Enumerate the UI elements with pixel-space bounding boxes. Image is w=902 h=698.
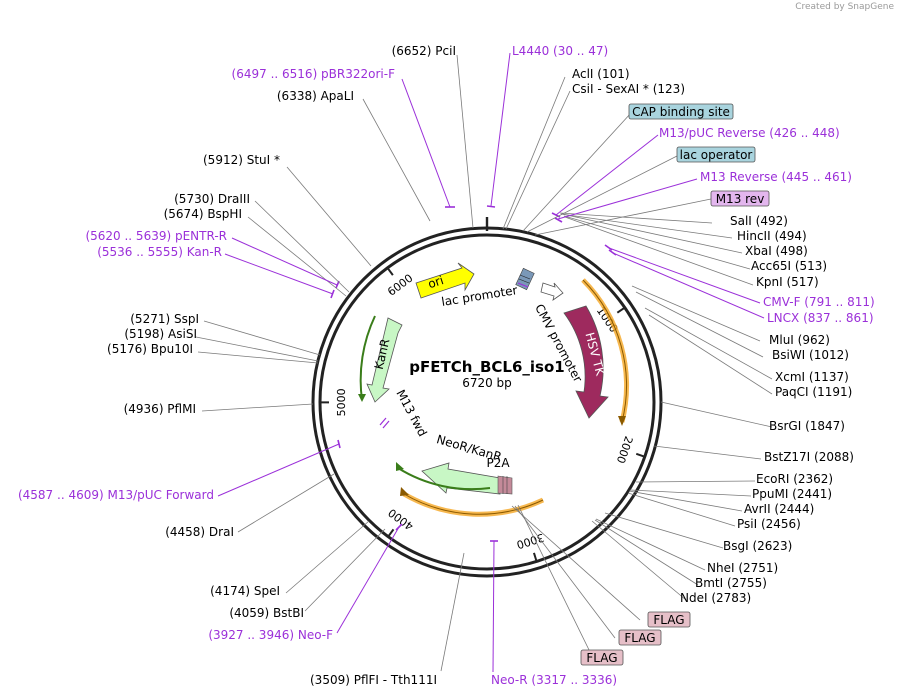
enzyme-ppumi[interactable]: PpuMI (2441) xyxy=(752,487,832,501)
primer-neo-f[interactable]: (3927 .. 3946) Neo-F xyxy=(208,628,333,642)
primer-l4440[interactable]: L4440 (30 .. 47) xyxy=(512,44,608,58)
enzyme-csii-sexai[interactable]: CsiI - SexAI * (123) xyxy=(572,82,685,96)
orf-neor-arc xyxy=(397,467,491,491)
tick-label-6000: 6000 xyxy=(385,272,415,299)
orf-orange-bottom-arrowhead xyxy=(400,487,409,496)
orf-kanr-arrowhead xyxy=(358,394,366,402)
feature-ori[interactable]: ori xyxy=(415,262,475,299)
tick-6000 xyxy=(387,268,394,276)
enzyme-leader-lines xyxy=(195,54,773,672)
enzyme-bsphi[interactable]: (5674) BspHI xyxy=(164,207,242,221)
svg-text:lac operator: lac operator xyxy=(680,148,753,162)
enzyme-acc65i[interactable]: Acc65I (513) xyxy=(751,259,827,273)
enzyme-psii[interactable]: PsiI (2456) xyxy=(737,517,801,531)
feature-label-ori: ori xyxy=(426,273,445,291)
primer-kan-r[interactable]: (5536 .. 5555) Kan-R xyxy=(97,245,222,259)
svg-text:FLAG: FLAG xyxy=(624,631,655,645)
box-lac-operator[interactable]: lac operator xyxy=(676,146,756,163)
orf-orange-right-core xyxy=(582,279,627,423)
primer-m13-reverse[interactable]: M13 Reverse (445 .. 461) xyxy=(700,170,852,184)
snapgene-credit: Created by SnapGene xyxy=(795,2,894,12)
enzyme-bsiwi[interactable]: BsiWI (1012) xyxy=(772,348,849,362)
tick-label-5000: 5000 xyxy=(335,388,348,416)
tick-3000 xyxy=(532,552,538,561)
enzyme-apali[interactable]: (6338) ApaLI xyxy=(277,89,354,103)
tick-1000 xyxy=(616,307,625,314)
enzyme-bsgi[interactable]: BsgI (2623) xyxy=(723,539,792,553)
enzyme-pcii[interactable]: (6652) PciI xyxy=(392,44,456,58)
enzyme-acli[interactable]: AclI (101) xyxy=(572,67,630,81)
box-cap-binding-site[interactable]: CAP binding site xyxy=(628,103,734,120)
tick-2000 xyxy=(635,452,645,458)
plasmid-size: 6720 bp xyxy=(462,376,512,390)
box-m13-rev[interactable]: M13 rev xyxy=(710,190,770,207)
enzyme-ndei[interactable]: NdeI (2783) xyxy=(680,591,751,605)
enzyme-ecori[interactable]: EcoRI (2362) xyxy=(756,472,833,486)
svg-text:FLAG: FLAG xyxy=(586,651,617,665)
enzyme-bpu10i[interactable]: (5176) Bpu10I xyxy=(107,342,193,356)
primer-leader-lines xyxy=(217,52,765,673)
primer-pbr322ori-f[interactable]: (6497 .. 6516) pBR322ori-F xyxy=(232,67,396,81)
primer-m13-puc-reverse[interactable]: M13/pUC Reverse (426 .. 448) xyxy=(659,126,840,140)
enzyme-spei[interactable]: (4174) SpeI xyxy=(210,584,280,598)
enzyme-sali[interactable]: SalI (492) xyxy=(730,214,788,228)
enzyme-bstz17i[interactable]: BstZ17I (2088) xyxy=(764,450,854,464)
feature-label-kanr: KanR xyxy=(372,337,393,370)
feature-p2a[interactable] xyxy=(497,475,513,495)
enzyme-kpni[interactable]: KpnI (517) xyxy=(756,275,819,289)
tick-label-2000: 2000 xyxy=(614,434,635,465)
feature-label-p2a: P2A xyxy=(486,456,510,470)
primer-m13-puc-forward[interactable]: (4587 .. 4609) M13/pUC Forward xyxy=(18,488,214,502)
enzyme-stui[interactable]: (5912) StuI * xyxy=(203,153,280,167)
box-flag-3[interactable]: FLAG xyxy=(580,649,624,666)
tick-4000 xyxy=(387,528,395,537)
orf-orange-bottom-core xyxy=(403,493,544,515)
orf-kanr-arc xyxy=(359,315,376,401)
svg-text:CAP binding site: CAP binding site xyxy=(632,105,730,119)
svg-text:M13 rev: M13 rev xyxy=(716,192,765,206)
enzyme-avrii[interactable]: AvrII (2444) xyxy=(744,502,814,516)
enzyme-hincii[interactable]: HincII (494) xyxy=(737,229,807,243)
feature-m13-fwd[interactable] xyxy=(379,417,390,429)
primer-cmv-f[interactable]: CMV-F (791 .. 811) xyxy=(763,295,875,309)
enzyme-drai[interactable]: (4458) DraI xyxy=(165,525,234,539)
feature-kanr[interactable]: KanR xyxy=(366,317,403,403)
primer-labels: L4440 (30 .. 47) (6497 .. 6516) pBR322or… xyxy=(18,44,875,687)
feature-label-m13-fwd: M13 fwd xyxy=(393,387,429,439)
tick-label-3000: 3000 xyxy=(515,531,546,552)
primer-pentr-r[interactable]: (5620 .. 5639) pENTR-R xyxy=(85,229,227,243)
enzyme-bsrgi[interactable]: BsrGI (1847) xyxy=(769,419,845,433)
tick-label-4000: 4000 xyxy=(386,506,416,533)
enzyme-pflfi-tth111i[interactable]: (3509) PflFI - Tth111I xyxy=(310,673,437,687)
enzyme-xbai[interactable]: XbaI (498) xyxy=(745,244,808,258)
enzyme-pflmi[interactable]: (4936) PflMI xyxy=(124,402,196,416)
feature-lac-promoter-arrow[interactable] xyxy=(540,282,564,301)
enzyme-mlui[interactable]: MluI (962) xyxy=(769,333,830,347)
enzyme-labels: (6652) PciI AclI (101) CsiI - SexAI * (1… xyxy=(107,44,854,687)
enzyme-nhei[interactable]: NheI (2751) xyxy=(707,561,778,575)
orf-neor-arrowhead xyxy=(396,462,404,471)
svg-text:FLAG: FLAG xyxy=(653,613,684,627)
enzyme-asisi[interactable]: (5198) AsiSI xyxy=(124,327,197,341)
enzyme-sspi[interactable]: (5271) SspI xyxy=(130,312,199,326)
enzyme-draiii[interactable]: (5730) DraIII xyxy=(174,192,250,206)
enzyme-bstbi[interactable]: (4059) BstBI xyxy=(229,606,304,620)
orf-orange-right-arrowhead xyxy=(618,416,626,426)
primer-lncx[interactable]: LNCX (837 .. 861) xyxy=(767,311,874,325)
enzyme-xcmi[interactable]: XcmI (1137) xyxy=(775,370,849,384)
box-flag-2[interactable]: FLAG xyxy=(618,629,662,646)
enzyme-paqci[interactable]: PaqCI (1191) xyxy=(775,385,852,399)
plasmid-name: pFETCh_BCL6_iso1 xyxy=(409,358,564,376)
primer-neo-r[interactable]: Neo-R (3317 .. 3336) xyxy=(491,673,617,687)
feature-small-markers xyxy=(515,267,535,291)
enzyme-bmti[interactable]: BmtI (2755) xyxy=(695,576,767,590)
box-flag-1[interactable]: FLAG xyxy=(647,611,691,628)
